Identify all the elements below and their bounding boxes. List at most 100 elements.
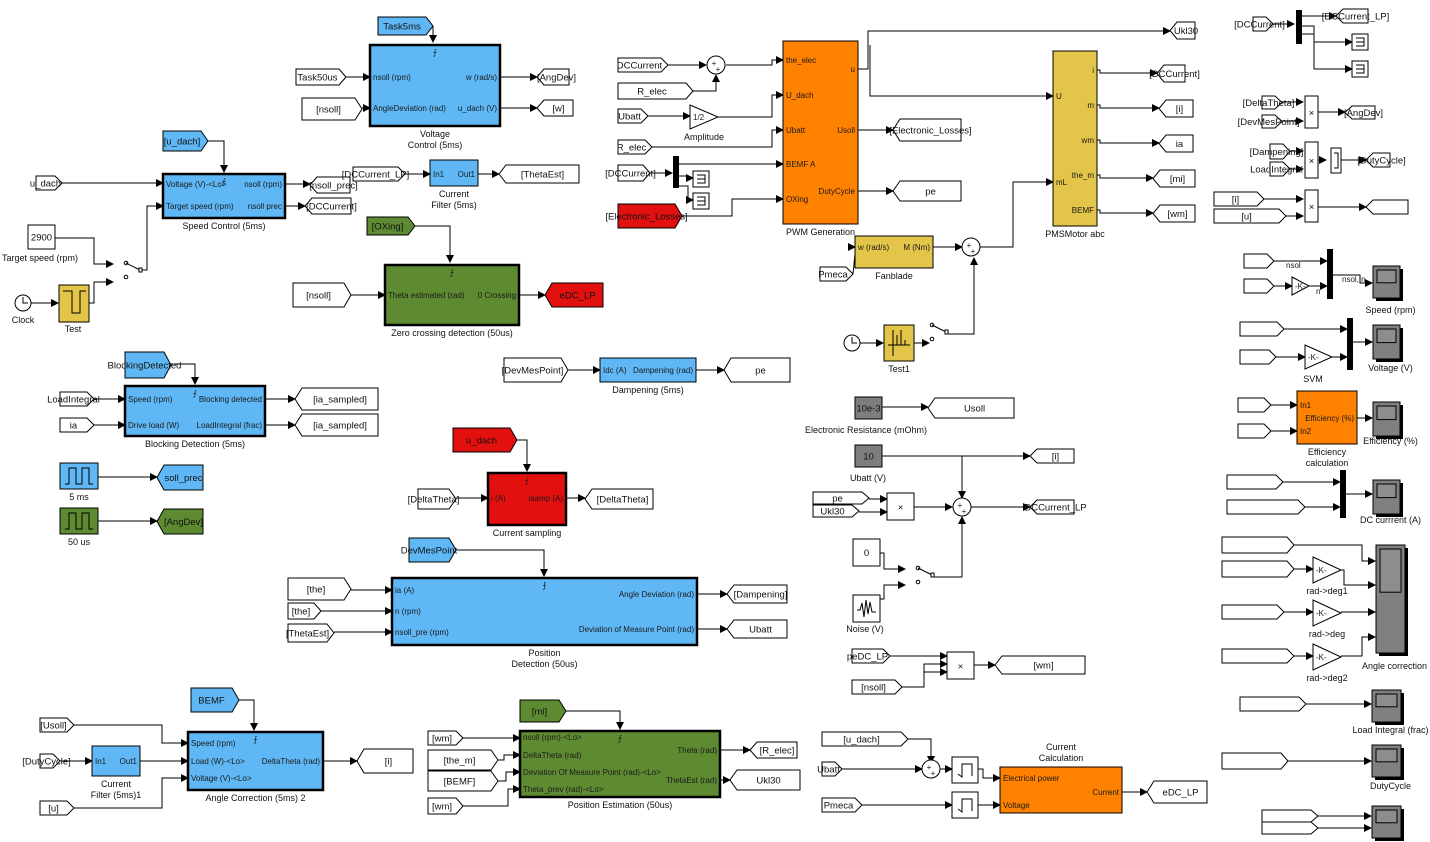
signal-line[interactable] bbox=[1333, 274, 1373, 287]
signal-line[interactable] bbox=[415, 225, 454, 263]
mux-bar[interactable] bbox=[1296, 10, 1302, 44]
signal-line[interactable] bbox=[1341, 633, 1376, 657]
from-tag[interactable]: u_dach bbox=[452, 427, 518, 453]
signal-line[interactable] bbox=[1097, 104, 1160, 112]
signal-line[interactable] bbox=[1097, 139, 1160, 147]
test-signal-builder[interactable] bbox=[58, 284, 90, 323]
subsystem-fanblade[interactable]: w (rad/s)M (Nm)Fanblade bbox=[854, 235, 934, 281]
goto-tag[interactable]: [ia_sampled] bbox=[294, 387, 379, 411]
from-tag[interactable] bbox=[1221, 752, 1289, 770]
manual-switch[interactable] bbox=[123, 260, 143, 280]
pulse-generator[interactable]: 50 us bbox=[59, 507, 99, 547]
goto-tag[interactable] bbox=[1365, 199, 1409, 215]
gain-rad-deg2[interactable]: -K- bbox=[1312, 643, 1343, 671]
from-tag[interactable]: [u_dach] bbox=[821, 731, 909, 747]
goto-tag[interactable]: soll_prec bbox=[156, 464, 204, 491]
from-tag[interactable]: [DeltaTheta] bbox=[1243, 95, 1295, 110]
from-tag[interactable] bbox=[1239, 321, 1285, 337]
constant-block[interactable]: 0 bbox=[852, 538, 881, 567]
mux-bar[interactable] bbox=[1347, 318, 1353, 370]
from-tag[interactable]: DCCurrent bbox=[617, 57, 669, 73]
goto-tag[interactable]: [DCCurrent] bbox=[1149, 64, 1200, 83]
from-tag[interactable]: Task50us bbox=[295, 68, 347, 86]
scope-efficiency[interactable]: Efficiency (%) bbox=[1363, 401, 1418, 446]
from-tag[interactable]: [i] bbox=[1213, 191, 1265, 207]
from-tag[interactable] bbox=[1237, 397, 1272, 413]
mux-bar[interactable] bbox=[1340, 470, 1346, 518]
from-tag[interactable]: Pmeca bbox=[821, 797, 863, 813]
goto-tag[interactable]: [w] bbox=[536, 99, 574, 117]
goto-tag[interactable]: [wm] bbox=[1152, 204, 1196, 223]
from-tag[interactable]: [DevMesPoint] bbox=[502, 357, 569, 383]
signal-line[interactable] bbox=[682, 195, 784, 217]
signal-line[interactable] bbox=[171, 363, 199, 385]
manual-switch[interactable] bbox=[929, 322, 949, 342]
from-tag[interactable] bbox=[1237, 423, 1272, 439]
from-tag[interactable] bbox=[1221, 536, 1295, 554]
signal-line[interactable] bbox=[1341, 569, 1376, 589]
goto-tag[interactable]: [i] bbox=[1158, 99, 1194, 118]
clock-icon[interactable] bbox=[14, 294, 32, 312]
signal-line[interactable] bbox=[55, 237, 114, 268]
goto-tag[interactable]: [i] bbox=[356, 748, 414, 774]
from-tag[interactable] bbox=[1261, 809, 1319, 823]
signal-line[interactable] bbox=[679, 185, 694, 204]
subsystem-dampening[interactable]: Idc (A)Dampening (rad)Dampening (5ms) bbox=[599, 357, 697, 395]
goto-tag[interactable]: Ukl30 bbox=[1169, 21, 1198, 40]
from-tag[interactable]: [Electronic_Losses] bbox=[605, 203, 688, 229]
sum-block[interactable]: ++ bbox=[921, 759, 941, 779]
terminator-block[interactable] bbox=[1351, 33, 1369, 51]
subsystem-speed-control[interactable]: Voltage (V)-<Lo>Target speed (rpm)nsoll … bbox=[161, 172, 287, 231]
saturation-block[interactable] bbox=[951, 791, 979, 819]
goto-tag[interactable]: [DCCurrent] bbox=[304, 197, 357, 215]
test1-signal-builder[interactable] bbox=[883, 324, 915, 362]
signal-line[interactable] bbox=[239, 699, 258, 731]
from-tag[interactable]: BlockingDetected bbox=[108, 351, 182, 379]
from-tag[interactable] bbox=[1243, 253, 1275, 269]
scope-voltage[interactable]: Voltage (V) bbox=[1368, 324, 1413, 373]
signal-line[interactable] bbox=[74, 724, 189, 747]
goto-tag[interactable]: [DCCurrent_LP] bbox=[1322, 8, 1390, 24]
goto-tag[interactable]: [AngDev] bbox=[536, 68, 576, 86]
subsystem-blocking-detection[interactable]: Speed (rpm)Drive load (W)Blocking detect… bbox=[123, 384, 267, 449]
from-tag[interactable]: [nsoll] bbox=[301, 97, 363, 121]
terminator-block[interactable] bbox=[692, 192, 710, 210]
gain-speed[interactable]: -K- bbox=[1291, 276, 1311, 296]
from-tag[interactable]: [DutyCycle] bbox=[22, 753, 71, 769]
sum-block[interactable]: ++ bbox=[952, 497, 972, 517]
from-tag[interactable]: [DevMesPoint] bbox=[1238, 114, 1300, 129]
signal-line[interactable] bbox=[934, 516, 966, 578]
from-tag[interactable] bbox=[1243, 278, 1275, 294]
signal-line[interactable] bbox=[208, 140, 228, 173]
goto-tag[interactable]: pe bbox=[723, 357, 791, 383]
signal-line[interactable] bbox=[1294, 544, 1376, 565]
goto-tag[interactable]: [ThetaEst] bbox=[498, 164, 580, 184]
from-tag[interactable]: ia bbox=[59, 417, 95, 433]
from-tag[interactable] bbox=[1261, 821, 1319, 835]
from-tag[interactable]: [Usoll] bbox=[39, 717, 75, 733]
signal-line[interactable] bbox=[679, 174, 694, 182]
scope-angle-correction[interactable]: Angle correction bbox=[1362, 544, 1427, 671]
from-tag[interactable] bbox=[1221, 604, 1285, 620]
gain-svm[interactable]: -K- bbox=[1304, 344, 1334, 370]
from-tag[interactable]: [the] bbox=[287, 577, 352, 601]
mux-bar[interactable] bbox=[673, 156, 679, 188]
subsystem-position-estimation[interactable]: nsoll (rpm)-<Lo>DeltaTheta (rad)Deviatio… bbox=[518, 729, 722, 810]
goto-tag[interactable]: [R_elec] bbox=[749, 741, 798, 759]
signal-line[interactable] bbox=[142, 202, 164, 271]
scope-phase[interactable]: Phase current & voltage bbox=[1342, 805, 1430, 842]
from-tag[interactable]: [u_dach] bbox=[162, 130, 209, 152]
from-tag[interactable]: Ubatt bbox=[617, 108, 649, 124]
from-tag[interactable]: [DCCurrent_LP] bbox=[342, 166, 410, 182]
signal-line[interactable] bbox=[693, 74, 720, 92]
scope-speed[interactable]: Speed (rpm) bbox=[1365, 265, 1416, 315]
scope-dc-current[interactable]: DC currrent (A) bbox=[1360, 479, 1421, 525]
terminator-block[interactable] bbox=[692, 170, 710, 188]
signal-line[interactable] bbox=[1097, 69, 1158, 77]
signal-line[interactable] bbox=[456, 549, 548, 577]
gain-rad-deg[interactable]: -K- bbox=[1312, 599, 1343, 627]
